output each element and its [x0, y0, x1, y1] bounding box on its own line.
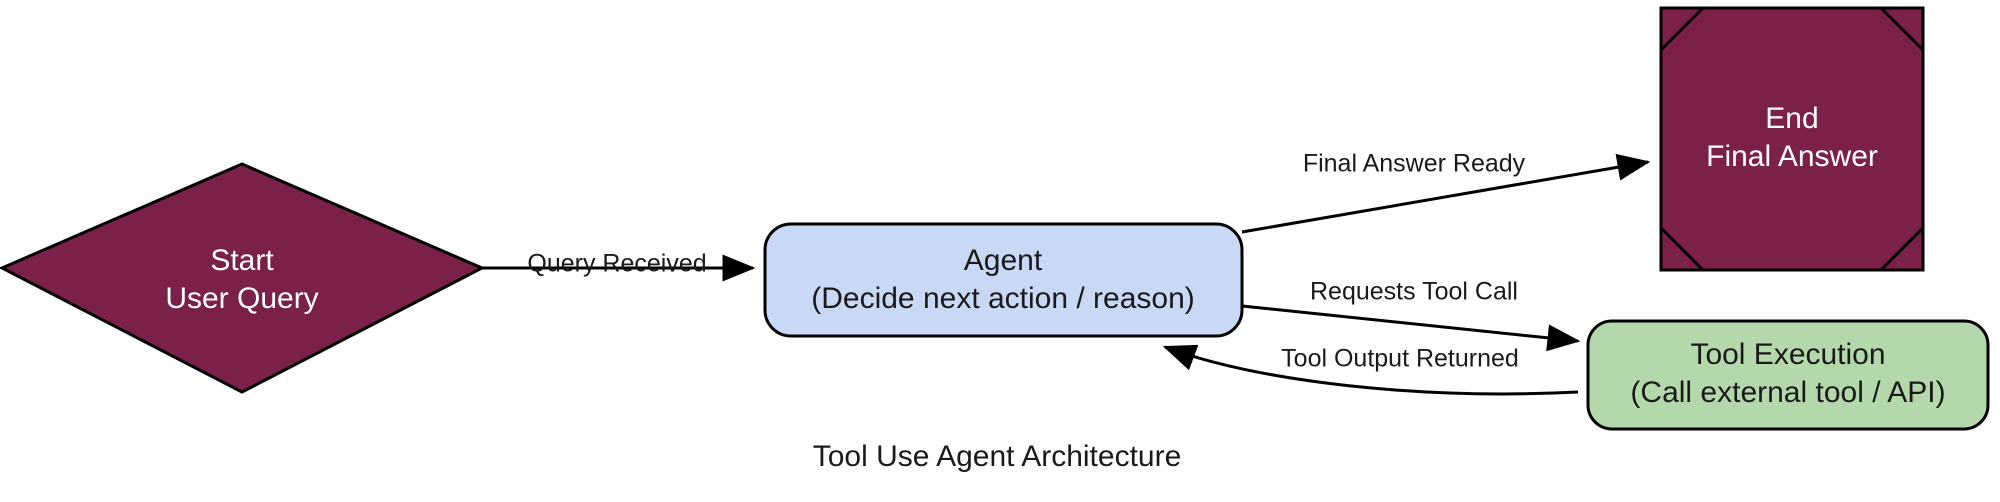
edge-query-received-label: Query Received — [527, 250, 706, 278]
edge-query-received: Query Received — [478, 250, 756, 282]
edge-requests-tool-call-path — [1241, 304, 1581, 352]
end-node-line-1: End — [1765, 102, 1818, 135]
start-node[interactable]: Start User Query — [0, 162, 486, 394]
end-node[interactable]: End Final Answer — [1659, 6, 1925, 272]
agent-node[interactable]: Agent (Decide next action / reason) — [763, 222, 1244, 338]
diagram-caption: Tool Use Agent Architecture — [813, 440, 1182, 473]
end-node-corner-bottom-right — [1879, 226, 1925, 272]
edge-tool-output-returned-path — [1162, 344, 1579, 396]
agent-node-line-2: (Decide next action / reason) — [811, 282, 1195, 315]
tool-execution-node-line-2: (Call external tool / API) — [1630, 376, 1945, 409]
end-node-corner-top-right — [1879, 6, 1925, 52]
edge-final-answer-ready-label: Final Answer Ready — [1303, 150, 1526, 178]
edge-final-answer-ready: Final Answer Ready — [1241, 150, 1651, 234]
end-node-shape — [1659, 6, 1925, 272]
edge-tool-output-returned-label: Tool Output Returned — [1281, 345, 1519, 373]
edge-requests-tool-call: Requests Tool Call — [1241, 278, 1581, 352]
start-node-line-1: Start — [210, 244, 274, 277]
agent-node-line-1: Agent — [964, 244, 1043, 277]
tool-execution-node-line-1: Tool Execution — [1690, 338, 1885, 371]
edge-final-answer-ready-path — [1241, 153, 1651, 234]
agent-node-shape — [763, 222, 1244, 338]
edge-tool-output-returned: Tool Output Returned — [1162, 344, 1579, 396]
edge-requests-tool-call-label: Requests Tool Call — [1310, 278, 1518, 306]
end-node-line-2: Final Answer — [1706, 140, 1878, 173]
start-node-shape — [0, 162, 486, 394]
start-node-line-2: User Query — [165, 282, 318, 315]
end-node-corner-bottom-left — [1659, 226, 1705, 272]
end-node-corner-top-left — [1659, 6, 1705, 52]
tool-execution-node[interactable]: Tool Execution (Call external tool / API… — [1586, 319, 1990, 431]
tool-execution-node-shape — [1586, 319, 1990, 431]
